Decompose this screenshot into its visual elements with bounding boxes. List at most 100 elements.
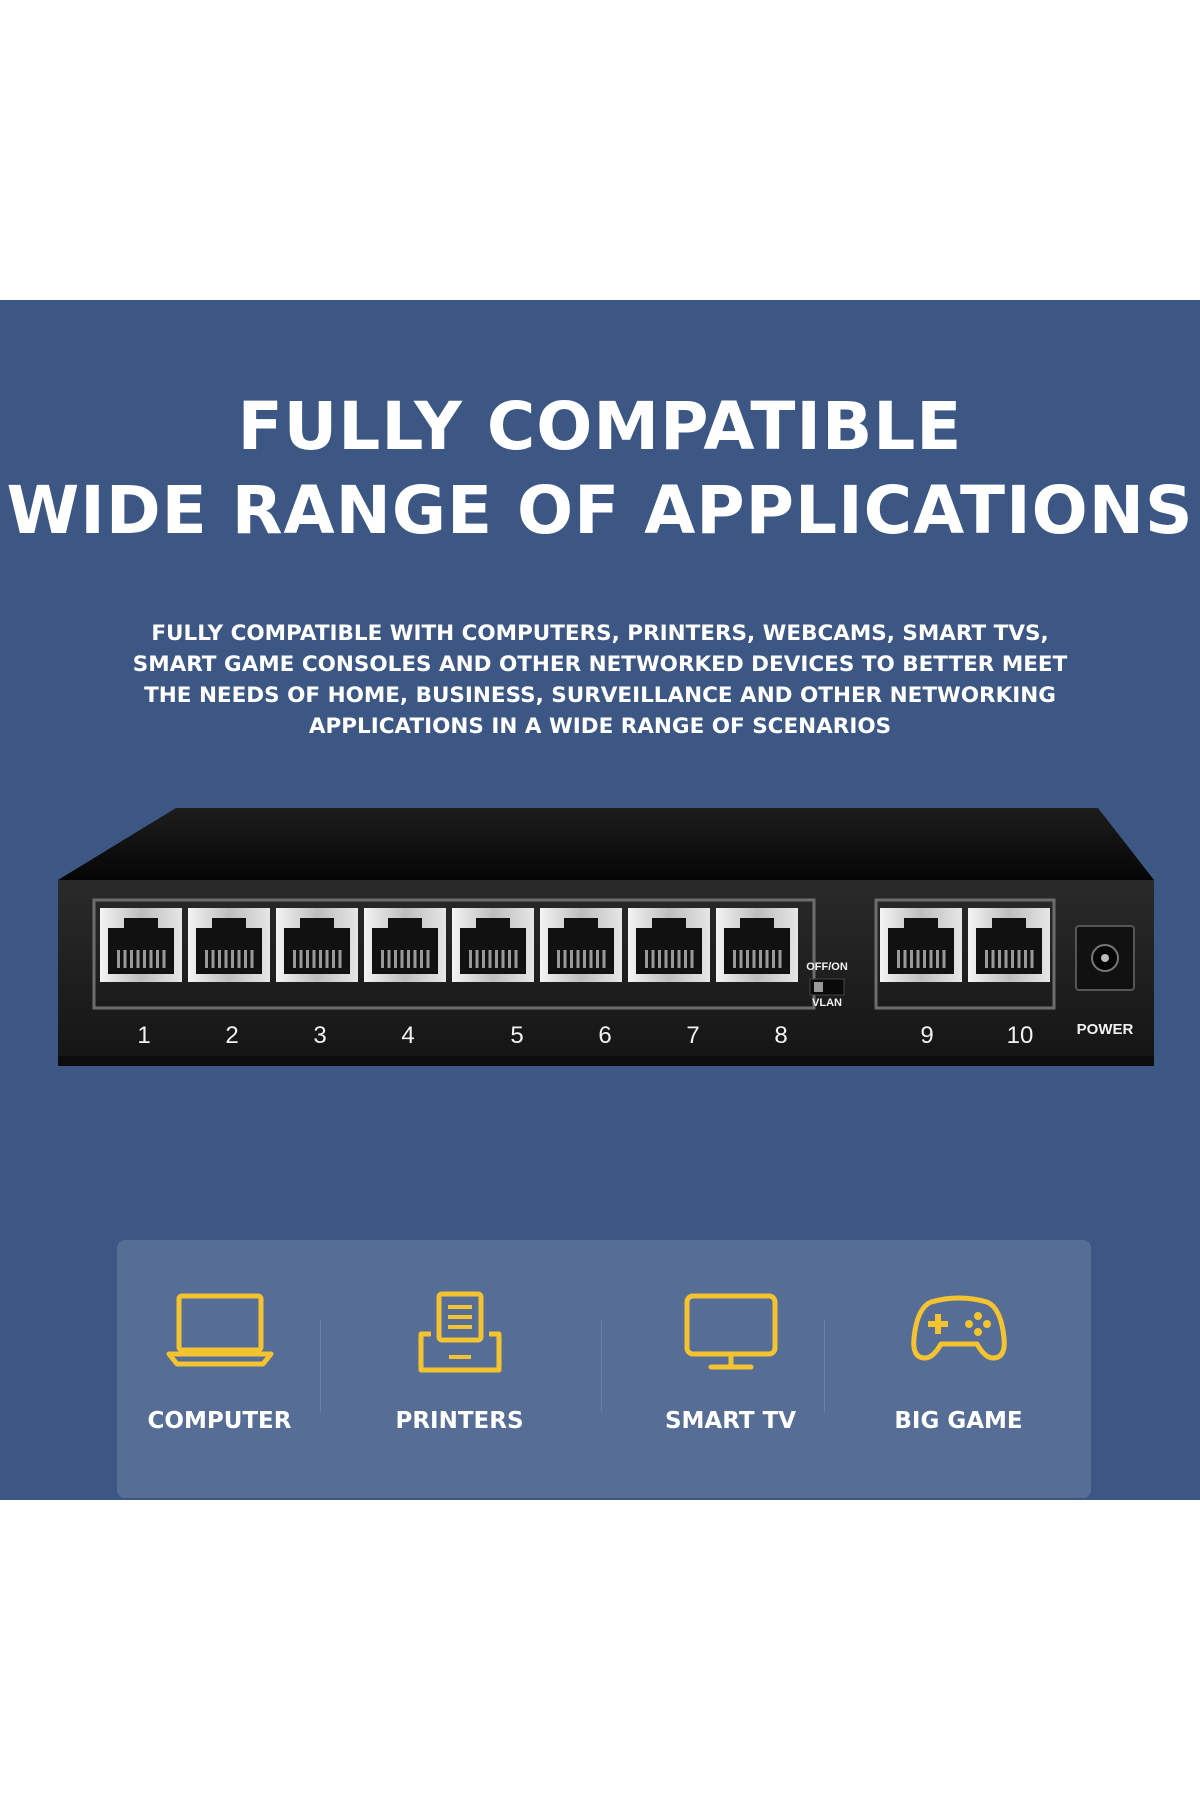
ethernet-port <box>880 908 962 982</box>
ethernet-port <box>364 908 446 982</box>
port-pin <box>514 950 518 968</box>
port-pin <box>149 950 153 968</box>
port-pin <box>244 950 247 968</box>
port-pin <box>910 950 913 968</box>
port-pin <box>733 950 736 968</box>
port-pin <box>293 950 296 968</box>
port-pin <box>985 950 988 968</box>
port-pin <box>903 950 907 968</box>
port-pin <box>929 950 933 968</box>
vlan-switch-label-top: OFF/ON <box>806 961 848 973</box>
app-label-big-game: BIG GAME <box>894 1408 1023 1434</box>
port-pin <box>117 950 120 968</box>
port-pin <box>130 950 133 968</box>
ethernet-port <box>452 908 534 982</box>
ethernet-port <box>540 908 622 982</box>
port-pin <box>1030 950 1034 968</box>
banner: FULLY COMPATIBLE WIDE RANGE OF APPLICATI… <box>0 300 1200 1500</box>
port-pin <box>475 950 479 968</box>
app-computer: COMPUTER <box>117 1240 322 1498</box>
port-pin <box>998 950 1001 968</box>
port-pin <box>1004 950 1008 968</box>
port-pin <box>495 950 498 968</box>
port-pin <box>332 950 335 968</box>
ethernet-ports <box>100 898 1056 1010</box>
vlan-switch-label-bottom: VLAN <box>812 997 842 1009</box>
port-pin <box>923 950 926 968</box>
app-label-smart-tv: SMART TV <box>664 1408 797 1434</box>
port-pin <box>237 950 241 968</box>
port-bay-9-10 <box>874 898 1056 1010</box>
ethernet-port <box>100 908 182 982</box>
port-pin <box>299 950 303 968</box>
port-number: 3 <box>313 1022 326 1049</box>
port-number: 10 <box>1007 1022 1034 1049</box>
port-pin <box>211 950 215 968</box>
headline-line-2: WIDE RANGE OF APPLICATIONS <box>6 472 1194 549</box>
port-pin <box>400 950 404 968</box>
port-pin <box>778 950 782 968</box>
applications-panel: COMPUTER PRINTERS <box>117 1240 1091 1498</box>
ethernet-port <box>188 908 270 982</box>
port-pin <box>576 950 580 968</box>
port-pin <box>739 950 743 968</box>
port-pin <box>664 950 668 968</box>
switch-top <box>58 808 1154 880</box>
port-number: 8 <box>774 1022 787 1049</box>
port-pin <box>897 950 900 968</box>
vlan-switch-knob <box>814 982 823 992</box>
port-pin <box>501 950 505 968</box>
port-pin <box>991 950 995 968</box>
port-pin <box>218 950 221 968</box>
port-pin <box>426 950 430 968</box>
description-text: FULLY COMPATIBLE WITH COMPUTERS, PRINTER… <box>132 621 1068 739</box>
port-pin <box>482 950 485 968</box>
port-pin <box>563 950 567 968</box>
port-pin <box>1017 950 1021 968</box>
port-pin <box>746 950 749 968</box>
app-label-computer: COMPUTER <box>147 1408 292 1434</box>
port-pin <box>583 950 586 968</box>
ethernet-port <box>276 908 358 982</box>
app-label-printers: PRINTERS <box>395 1408 524 1434</box>
port-pin <box>671 950 674 968</box>
port-number: 7 <box>686 1022 699 1049</box>
port-pin <box>319 950 322 968</box>
port-pin <box>162 950 166 968</box>
headline-line-1: FULLY COMPATIBLE <box>237 388 963 465</box>
port-pin <box>325 950 329 968</box>
printer-icon <box>415 1290 505 1381</box>
port-pin <box>658 950 661 968</box>
port-pin <box>589 950 593 968</box>
port-pin <box>205 950 208 968</box>
app-printers: PRINTERS <box>322 1240 597 1498</box>
port-pin <box>936 950 939 968</box>
port-pin <box>557 950 560 968</box>
port-number: 2 <box>225 1022 238 1049</box>
port-pin <box>916 950 920 968</box>
port-pin <box>156 950 159 968</box>
port-pin <box>570 950 573 968</box>
power-label: POWER <box>1077 1021 1134 1038</box>
port-pin <box>488 950 492 968</box>
port-pin <box>224 950 228 968</box>
port-pin <box>143 950 146 968</box>
port-pin <box>1024 950 1027 968</box>
port-pin <box>338 950 342 968</box>
ethernet-port <box>716 908 798 982</box>
port-pin <box>596 950 599 968</box>
port-pin <box>1011 950 1014 968</box>
port-pin <box>413 950 417 968</box>
port-pin <box>645 950 648 968</box>
ethernet-port <box>968 908 1050 982</box>
port-pin <box>469 950 472 968</box>
port-pin <box>677 950 681 968</box>
port-number: 4 <box>401 1022 414 1049</box>
port-bay-1-8 <box>92 898 816 1010</box>
port-pin <box>759 950 762 968</box>
port-pin <box>231 950 234 968</box>
port-pin <box>394 950 397 968</box>
